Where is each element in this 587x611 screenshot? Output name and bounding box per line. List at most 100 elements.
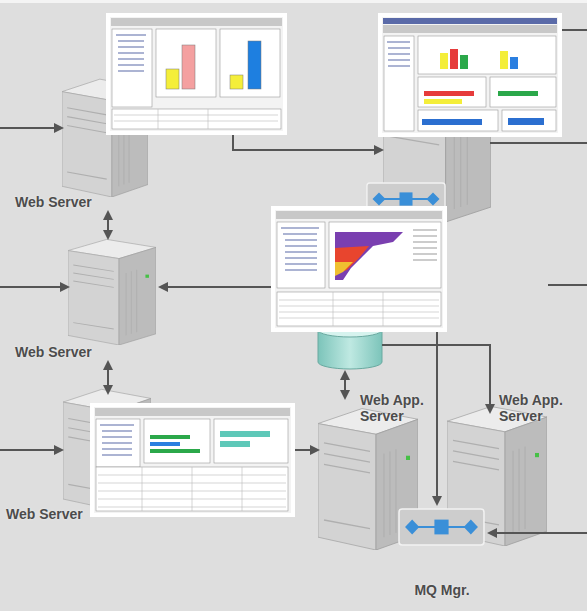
- server-node: Web Server: [4, 395, 100, 522]
- web-server-icon: [68, 239, 156, 345]
- arrowhead: [485, 404, 495, 414]
- server-node: Web Server: [10, 70, 150, 210]
- chart-panel: [214, 419, 288, 463]
- wire: [0, 127, 56, 129]
- arrowhead: [340, 390, 350, 400]
- chart-panel: [418, 36, 556, 74]
- arrowheads: [54, 123, 497, 538]
- bar: [248, 41, 261, 89]
- chart-panel: [418, 77, 486, 107]
- area-chart: [335, 262, 353, 276]
- queue-icon: [399, 509, 484, 545]
- wire: [548, 284, 587, 286]
- server-node: Web App. Server: [447, 390, 577, 546]
- window: [380, 15, 560, 135]
- bar: [230, 75, 243, 89]
- server-node: Web App. Server: [320, 390, 434, 548]
- bar: [182, 45, 195, 89]
- wire: [496, 532, 587, 534]
- screenshot: [380, 15, 560, 135]
- tree-panel: [277, 222, 325, 288]
- bar: [422, 119, 482, 125]
- server-label: Web App. Server: [499, 392, 571, 424]
- server-label: Web Server: [6, 506, 83, 522]
- table-lines: [114, 109, 278, 129]
- table-lines: [98, 467, 286, 511]
- server-label: Web Server: [15, 194, 92, 210]
- arrowhead: [103, 230, 113, 240]
- wire: [233, 133, 376, 150]
- bar: [150, 449, 200, 453]
- chart-panel: [220, 29, 280, 97]
- bar: [508, 118, 544, 125]
- wire: [490, 142, 587, 144]
- tree-lines: [116, 35, 146, 71]
- arrowhead: [54, 445, 64, 455]
- wire: [0, 286, 62, 288]
- arrowhead: [374, 145, 384, 155]
- bar: [440, 53, 448, 69]
- area-chart: [335, 232, 403, 280]
- chart-panel: [418, 110, 498, 131]
- bar: [220, 431, 270, 437]
- connector-line: [107, 218, 109, 232]
- server-label: Web App. Server: [360, 392, 432, 424]
- tree-lines: [100, 425, 134, 455]
- arrowhead: [103, 360, 113, 370]
- table: [277, 292, 441, 326]
- window: [108, 15, 285, 133]
- tree-panel: [112, 29, 152, 107]
- wire: [167, 286, 273, 288]
- screenshot: [108, 15, 285, 133]
- toolbar: [383, 25, 557, 33]
- wire: [560, 29, 587, 31]
- chart-panel: [502, 110, 556, 131]
- title-bar: [383, 18, 557, 24]
- bar: [166, 69, 179, 89]
- arrowhead: [60, 282, 70, 292]
- server-node: MQ Mgr.: [398, 506, 486, 598]
- table: [96, 467, 288, 511]
- server-label: MQ Mgr.: [414, 582, 469, 598]
- arrowhead: [158, 282, 168, 292]
- bar: [424, 99, 462, 104]
- arrowhead: [310, 445, 320, 455]
- window: [92, 405, 293, 515]
- tree-panel: [96, 419, 140, 467]
- table: [112, 109, 281, 129]
- tree-lines: [387, 42, 410, 66]
- bar: [150, 442, 180, 446]
- toolbar: [95, 408, 290, 416]
- bar: [500, 51, 508, 69]
- bar: [150, 435, 190, 439]
- arrowhead: [487, 528, 497, 538]
- screenshot: [92, 405, 293, 515]
- connector-line: [107, 368, 109, 387]
- bar: [450, 49, 458, 69]
- arrowhead: [340, 370, 350, 380]
- chart-panel: [329, 222, 441, 288]
- bar: [460, 55, 468, 69]
- server-label: Web Server: [15, 344, 92, 360]
- toolbar: [276, 211, 442, 219]
- arrowhead: [54, 123, 64, 133]
- bar: [510, 57, 518, 69]
- tree-lines: [281, 228, 319, 270]
- bar: [220, 441, 250, 447]
- arrowhead: [432, 496, 442, 506]
- chart-key: [413, 230, 437, 260]
- connector: [103, 360, 113, 395]
- chart-panel: [144, 419, 210, 463]
- connector: [103, 210, 113, 240]
- bar: [498, 91, 538, 96]
- wire: [0, 449, 56, 451]
- bar: [424, 91, 474, 96]
- toolbar: [111, 18, 282, 26]
- tree-panel: [384, 36, 414, 131]
- screenshot: [273, 208, 445, 330]
- top-edge: [0, 0, 587, 3]
- window: [273, 208, 445, 330]
- chart-panel: [156, 29, 216, 97]
